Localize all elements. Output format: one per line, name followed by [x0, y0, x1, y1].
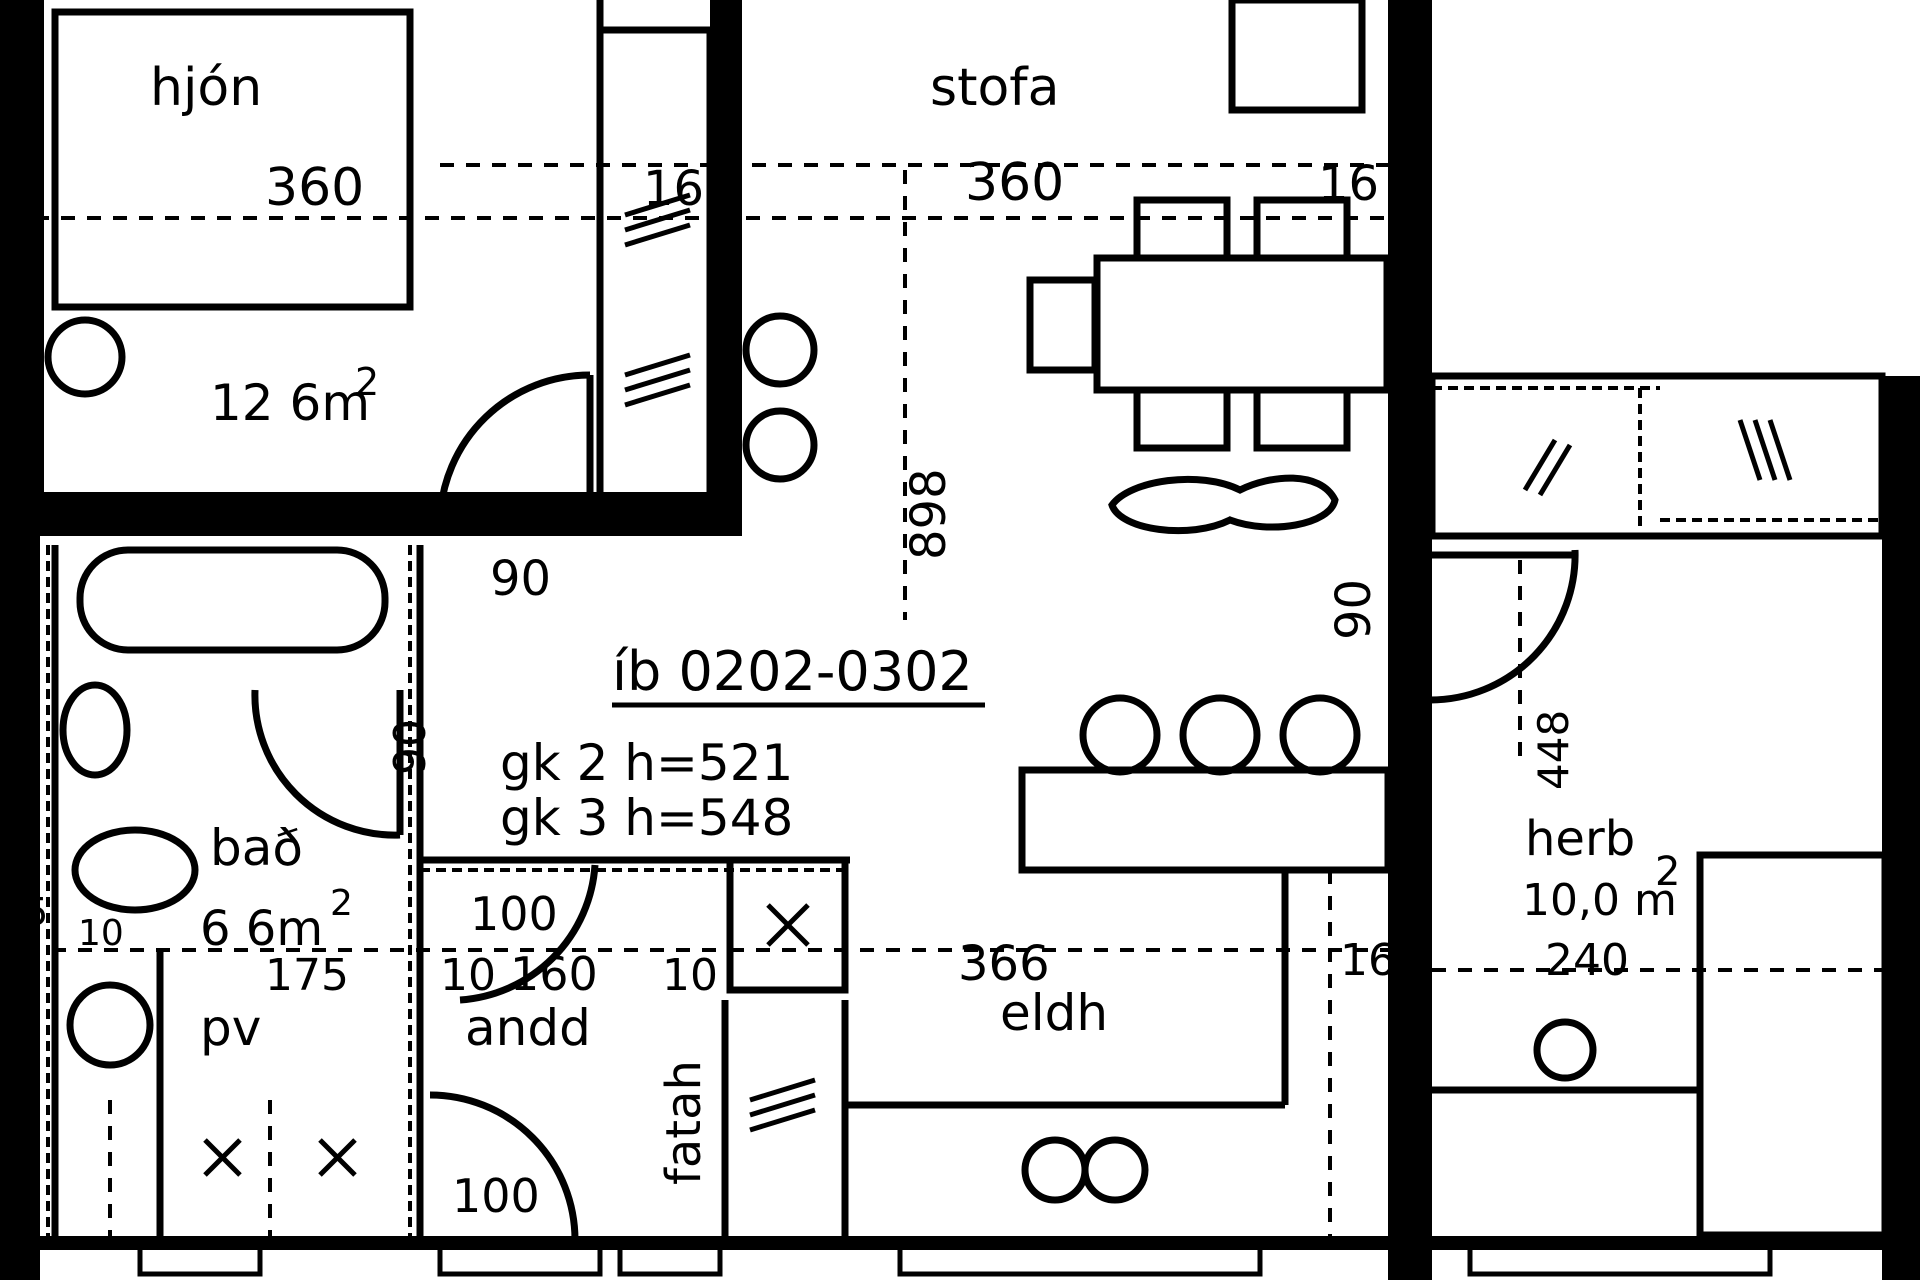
doors — [251, 371, 1579, 1241]
chair-top-1 — [1133, 196, 1231, 262]
dim-448: 448 — [1529, 710, 1578, 790]
bed-herb — [1696, 851, 1889, 1239]
room-name-hjon: hjón — [150, 58, 262, 118]
dining-table — [1093, 254, 1391, 394]
width-eldh: 366 — [958, 936, 1050, 992]
room-name-herb: herb — [1525, 811, 1635, 867]
area-sup-bad: 2 — [330, 883, 353, 924]
dim-100-top: 100 — [470, 887, 558, 941]
toilet — [71, 826, 199, 914]
chair-bottom-1 — [1133, 386, 1231, 452]
herb-lamp — [1533, 1018, 1597, 1082]
bed-hjon — [51, 8, 414, 311]
room-name-stofa: stofa — [930, 58, 1059, 118]
chair-left — [1026, 276, 1099, 374]
closet-herb — [1428, 372, 1886, 540]
bathtub — [76, 546, 389, 654]
nightstand-lamp — [44, 316, 126, 398]
dim-10-c: 10 — [662, 950, 718, 1001]
wall-stofa-right-lower — [1388, 780, 1432, 1280]
windows — [137, 1241, 1773, 1277]
stofa-sofa — [1228, 0, 1366, 114]
unit-label: íb 0202-0302 — [612, 640, 973, 703]
stove-1 — [1079, 694, 1161, 776]
partitions — [51, 0, 1889, 1240]
sink-bowl-2 — [1081, 1136, 1149, 1204]
cabinet-x — [726, 856, 849, 994]
dim-100-bottom: 100 — [452, 1169, 540, 1223]
dim-16-b: 16 — [1318, 156, 1379, 212]
dim-90-bad-door: 90 — [385, 719, 436, 775]
chair-top-2 — [1253, 196, 1351, 262]
door-hjon — [436, 371, 591, 521]
wall-hjon-left — [30, 0, 44, 500]
width-bad: 175 — [265, 950, 349, 1001]
door-herb — [1429, 549, 1579, 704]
dim-10-b: 10 — [440, 950, 496, 1001]
floor-info-1: gk 2 h=521 — [500, 734, 793, 792]
dimension-lines — [0, 163, 1920, 1236]
area-sup-herb: 2 — [1655, 849, 1680, 895]
area-hjon: 12 6m — [210, 374, 370, 432]
area-bad: 6 6m — [200, 901, 323, 957]
closet-hatching — [46, 386, 1880, 1236]
dim-10-a: 10 — [78, 913, 124, 954]
floor-info-2: gk 3 h=548 — [500, 789, 793, 847]
dim-898: 898 — [901, 468, 957, 560]
door-andd — [459, 864, 599, 1004]
stove-3 — [1279, 694, 1361, 776]
room-name-fatah: fatah — [656, 1060, 712, 1185]
rug — [1108, 474, 1339, 535]
drain — [66, 981, 154, 1069]
plant-1 — [742, 312, 818, 388]
stove-2 — [1179, 694, 1261, 776]
chair-bottom-2 — [1253, 386, 1351, 452]
sink-bowl-1 — [1021, 1136, 1089, 1204]
area-herb: 10,0 m — [1522, 875, 1677, 926]
dim-25: 25 — [0, 890, 48, 934]
room-name-eldh: eldh — [1000, 984, 1108, 1042]
room-name-bad: bað — [210, 819, 303, 877]
dim-90-herb-door: 90 — [1326, 579, 1382, 640]
wall-stofa-right-upper — [1388, 0, 1432, 780]
door-entry — [429, 1091, 579, 1241]
sink — [59, 681, 131, 779]
closet-hjon — [596, 26, 714, 504]
labels: hjón 360 12 6m 2 stofa 360 16 16 16 90 9… — [0, 58, 1680, 1223]
furniture — [44, 196, 1597, 1204]
hanger-slashes — [624, 192, 1793, 1133]
dim-16-c: 16 — [1340, 935, 1396, 986]
dim-16-a: 16 — [643, 161, 704, 217]
room-name-andd: andd — [465, 999, 591, 1057]
x-marks — [203, 903, 810, 1177]
width-herb: 240 — [1545, 935, 1629, 986]
door-bad — [251, 689, 401, 839]
width-stofa: 360 — [965, 153, 1064, 213]
sub-label-bad: pv — [200, 999, 261, 1057]
wall-hjon-right — [710, 0, 742, 536]
dim-160: 160 — [510, 947, 598, 1001]
width-hjon: 360 — [265, 158, 364, 218]
area-sup-hjon: 2 — [355, 360, 379, 404]
plant-2 — [742, 407, 818, 483]
kitchen-island — [1018, 766, 1392, 874]
dim-90-hjon-door: 90 — [490, 551, 551, 607]
